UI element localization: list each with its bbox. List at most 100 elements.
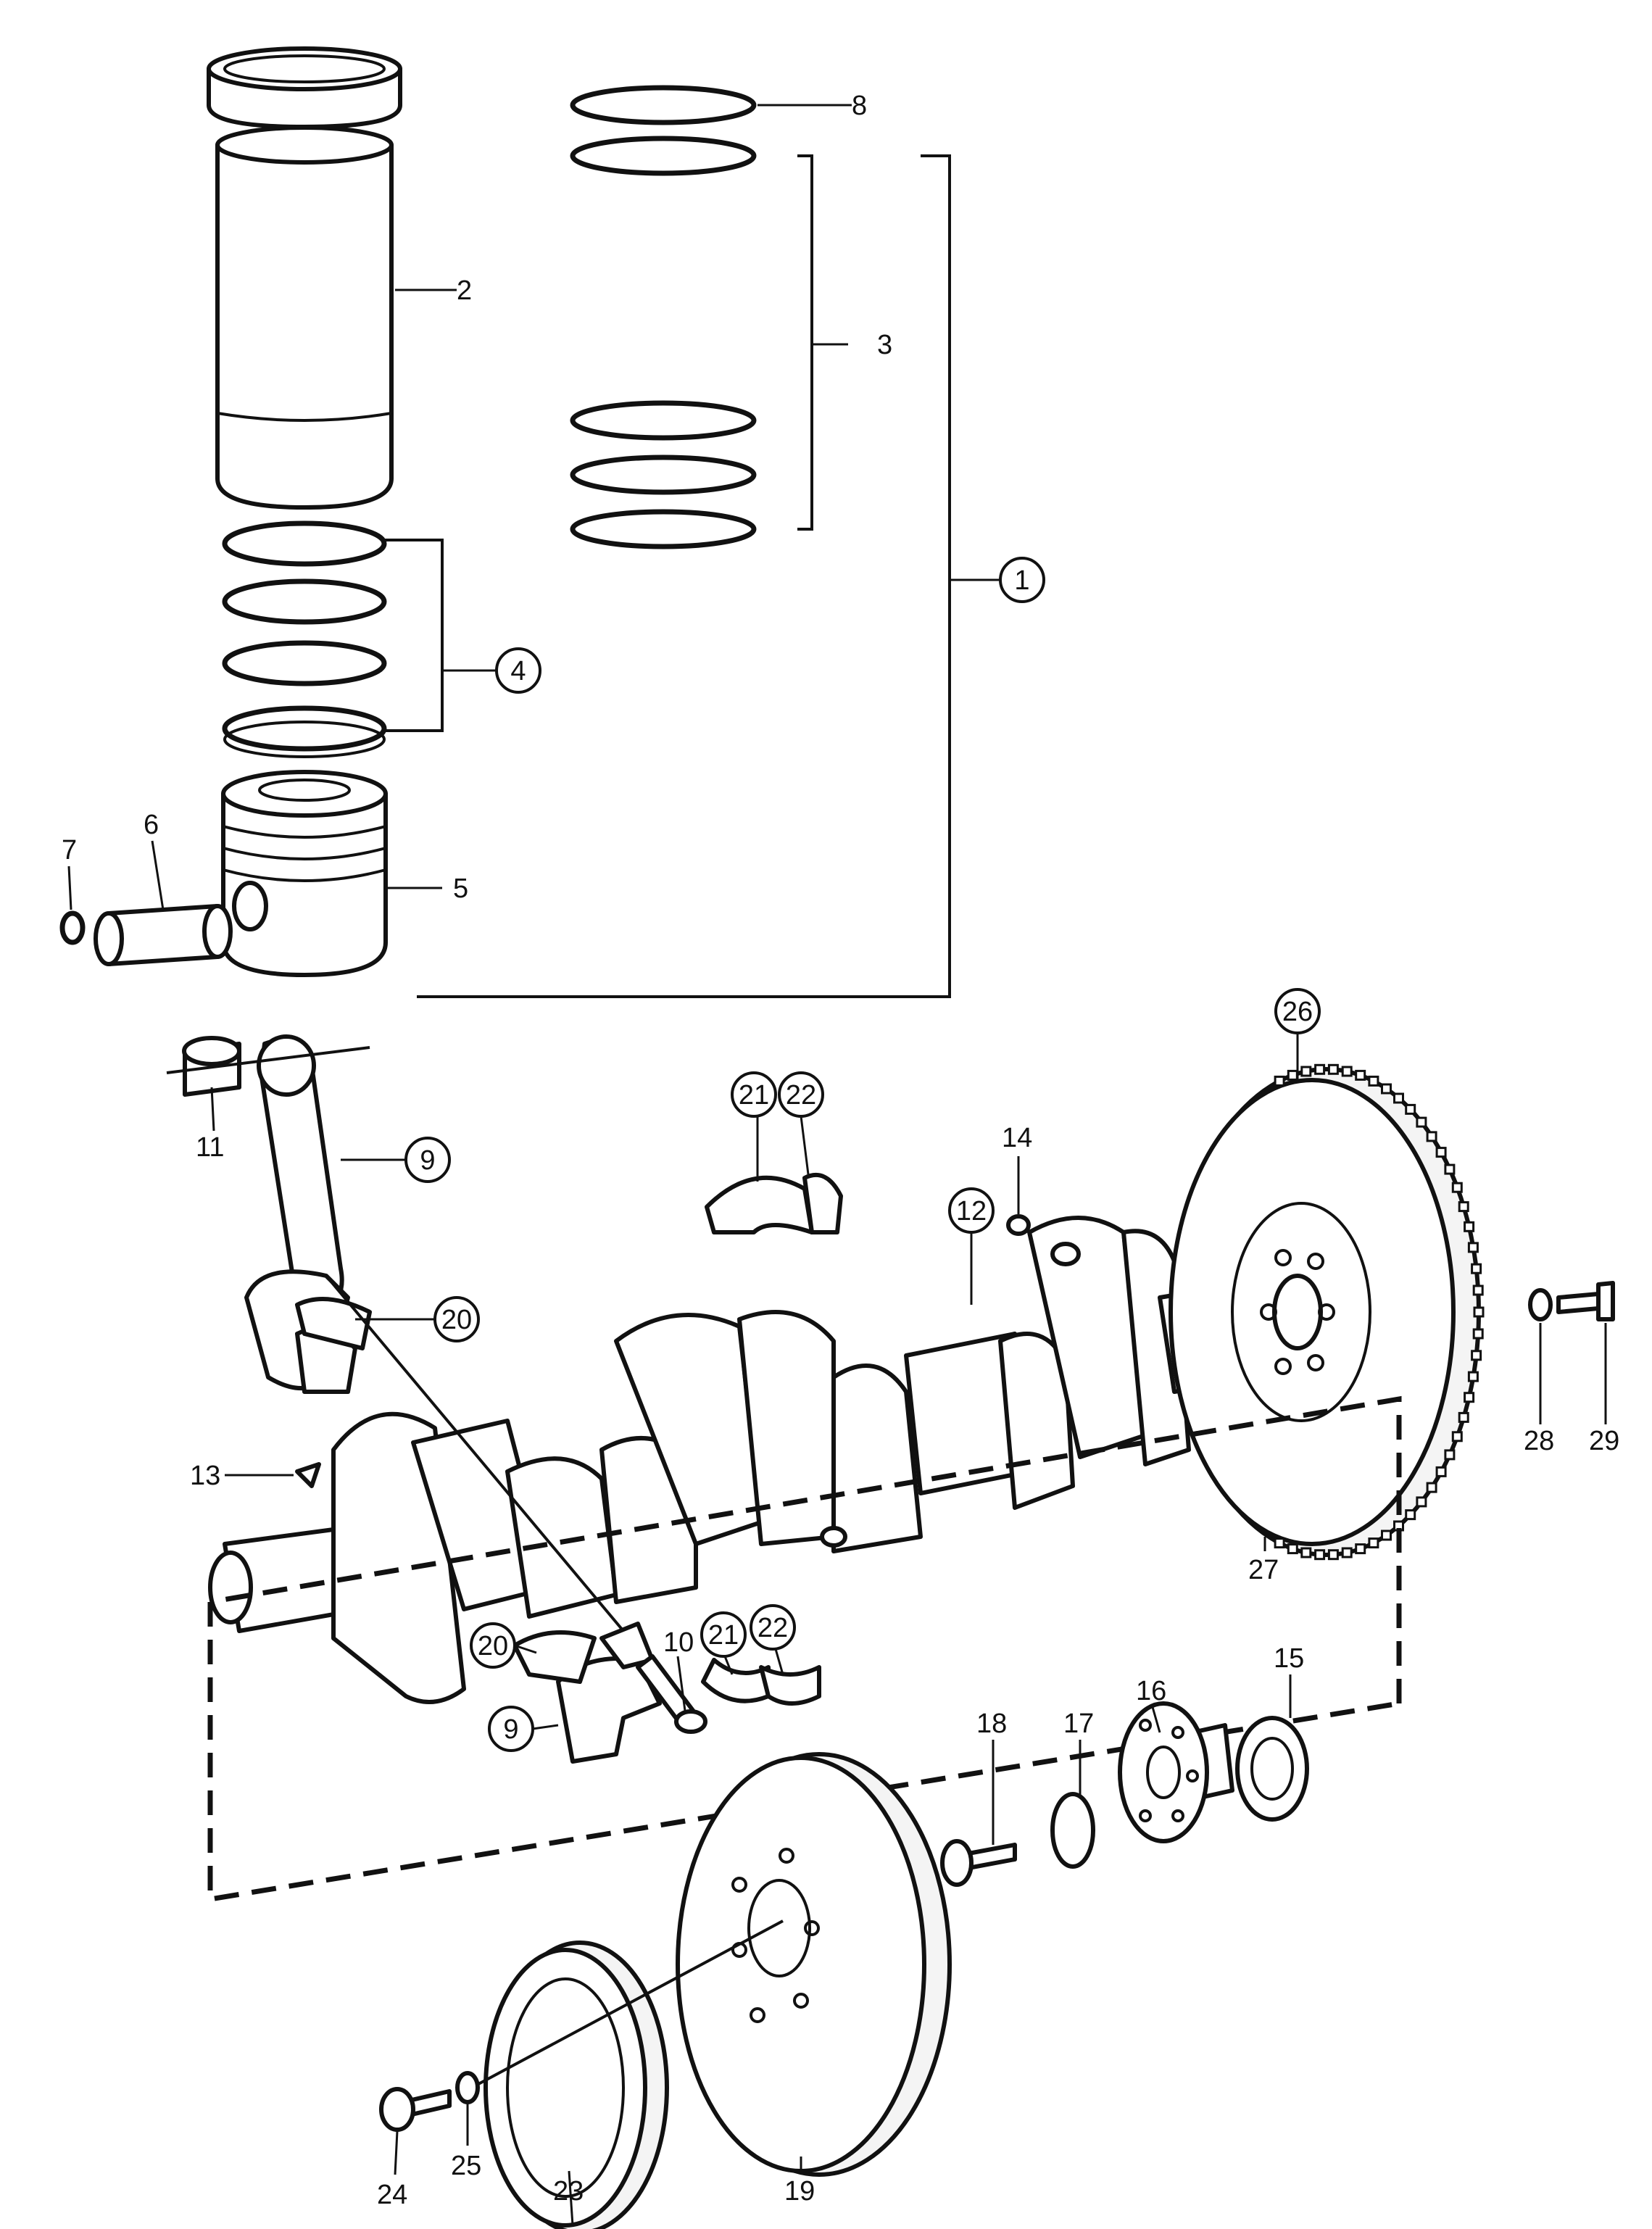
- small-end-bush: [182, 1036, 241, 1097]
- gear-tooth: [1300, 1547, 1312, 1558]
- callout-19: 19: [784, 2176, 815, 2207]
- piston: [221, 770, 388, 977]
- callout-18: 18: [976, 1709, 1007, 1739]
- gear-tooth: [1405, 1103, 1416, 1115]
- gear-tooth: [1341, 1547, 1353, 1558]
- gear-tooth: [1471, 1350, 1482, 1361]
- gear-tooth: [1274, 1075, 1285, 1087]
- gear-tooth: [1341, 1066, 1353, 1077]
- callout-21-top: 21: [731, 1071, 777, 1118]
- gear-tooth: [1368, 1075, 1379, 1087]
- bracket-1: [417, 154, 951, 998]
- callout-15: 15: [1274, 1643, 1304, 1674]
- callout-28-label: 28: [1524, 1426, 1554, 1456]
- callout-25: 25: [451, 2151, 481, 2181]
- crank-pulley: [676, 1752, 952, 2177]
- callout-8: 8: [852, 91, 867, 121]
- gear-tooth: [1287, 1543, 1298, 1555]
- callout-5-label: 5: [453, 873, 468, 904]
- gear-tooth: [1416, 1116, 1427, 1128]
- callout-8-label: 8: [852, 91, 867, 121]
- gear-tooth: [1467, 1242, 1479, 1253]
- gear-tooth: [1274, 1537, 1285, 1549]
- callout-10-label: 10: [663, 1627, 694, 1658]
- callout-5: 5: [453, 873, 468, 904]
- callout-4: 4: [495, 647, 541, 694]
- callout-26-label: 26: [1282, 997, 1313, 1027]
- circlip: [59, 910, 86, 945]
- leader-lines: [67, 104, 1607, 2226]
- callout-20-top-label: 20: [441, 1305, 472, 1335]
- gear-tooth: [1458, 1411, 1469, 1423]
- rod-bolt: [636, 1654, 707, 1734]
- gear-tooth: [1435, 1466, 1447, 1477]
- gear-tooth: [1471, 1263, 1482, 1274]
- callout-17-label: 17: [1063, 1709, 1094, 1739]
- gear-tooth: [1327, 1549, 1339, 1561]
- callout-16: 16: [1136, 1676, 1166, 1706]
- callout-21-bottom-label: 21: [708, 1620, 739, 1651]
- crank-hub: [1118, 1701, 1234, 1843]
- gear-tooth: [1426, 1131, 1437, 1142]
- callout-17: 17: [1063, 1709, 1094, 1739]
- piston-pin: [94, 904, 233, 966]
- callout-13: 13: [190, 1461, 220, 1491]
- gear-tooth: [1467, 1371, 1479, 1382]
- assembly-frame: [207, 1395, 1402, 1903]
- callout-28: 28: [1524, 1426, 1554, 1456]
- gear-tooth: [1314, 1549, 1326, 1561]
- callout-11: 11: [196, 1132, 224, 1163]
- flywheel: [1169, 1063, 1485, 1561]
- callout-24-label: 24: [377, 2180, 407, 2210]
- gear-tooth: [1355, 1543, 1366, 1555]
- gear-tooth: [1381, 1529, 1392, 1541]
- gear-tooth: [1464, 1221, 1475, 1232]
- callout-16-label: 16: [1136, 1676, 1166, 1706]
- callout-14-label: 14: [1002, 1123, 1032, 1153]
- hub-washer: [1050, 1792, 1095, 1869]
- callout-22-bottom-label: 22: [757, 1613, 788, 1643]
- callout-9-bottom-label: 9: [503, 1714, 518, 1745]
- vibration-damper: [483, 1940, 669, 2229]
- callout-2: 2: [457, 275, 472, 306]
- callout-1-label: 1: [1014, 565, 1029, 596]
- gear-tooth: [1444, 1449, 1456, 1461]
- gear-tooth: [1472, 1284, 1484, 1296]
- connecting-rod: [244, 1034, 357, 1394]
- callout-11-label: 11: [196, 1132, 224, 1163]
- gear-tooth: [1451, 1431, 1463, 1443]
- callout-3-label: 3: [877, 330, 892, 360]
- gear-tooth: [1287, 1069, 1298, 1081]
- gear-tooth: [1300, 1066, 1312, 1077]
- gear-tooth: [1464, 1392, 1475, 1403]
- main-bearing-upper: [705, 1173, 843, 1234]
- gear-tooth: [1355, 1069, 1366, 1081]
- callout-12: 12: [948, 1187, 995, 1234]
- callout-22-top-label: 22: [786, 1080, 816, 1111]
- callout-24: 24: [377, 2180, 407, 2210]
- cylinder-liner: [207, 46, 402, 510]
- callout-9-top: 9: [404, 1137, 451, 1183]
- callout-4-label: 4: [510, 656, 526, 686]
- callout-19-label: 19: [784, 2176, 815, 2207]
- gear-tooth: [1426, 1482, 1437, 1493]
- callout-6: 6: [144, 810, 159, 840]
- bracket-4: [384, 539, 444, 732]
- callout-7-label: 7: [62, 835, 77, 866]
- callout-29-label: 29: [1589, 1426, 1619, 1456]
- gear-tooth: [1381, 1083, 1392, 1095]
- flywheel-bolt: [1556, 1281, 1615, 1321]
- bracket-3: [797, 154, 813, 531]
- piston-rings: [222, 520, 387, 758]
- ring-set: [570, 85, 757, 549]
- gear-tooth: [1393, 1092, 1404, 1104]
- gear-tooth: [1314, 1063, 1326, 1075]
- callout-1: 1: [999, 557, 1045, 603]
- callout-20-bottom-label: 20: [478, 1631, 508, 1661]
- callout-25-label: 25: [451, 2151, 481, 2181]
- callout-15-label: 15: [1274, 1643, 1304, 1674]
- gear-tooth: [1473, 1306, 1485, 1318]
- callout-9-top-label: 9: [420, 1145, 435, 1176]
- damper-washer: [455, 2071, 480, 2104]
